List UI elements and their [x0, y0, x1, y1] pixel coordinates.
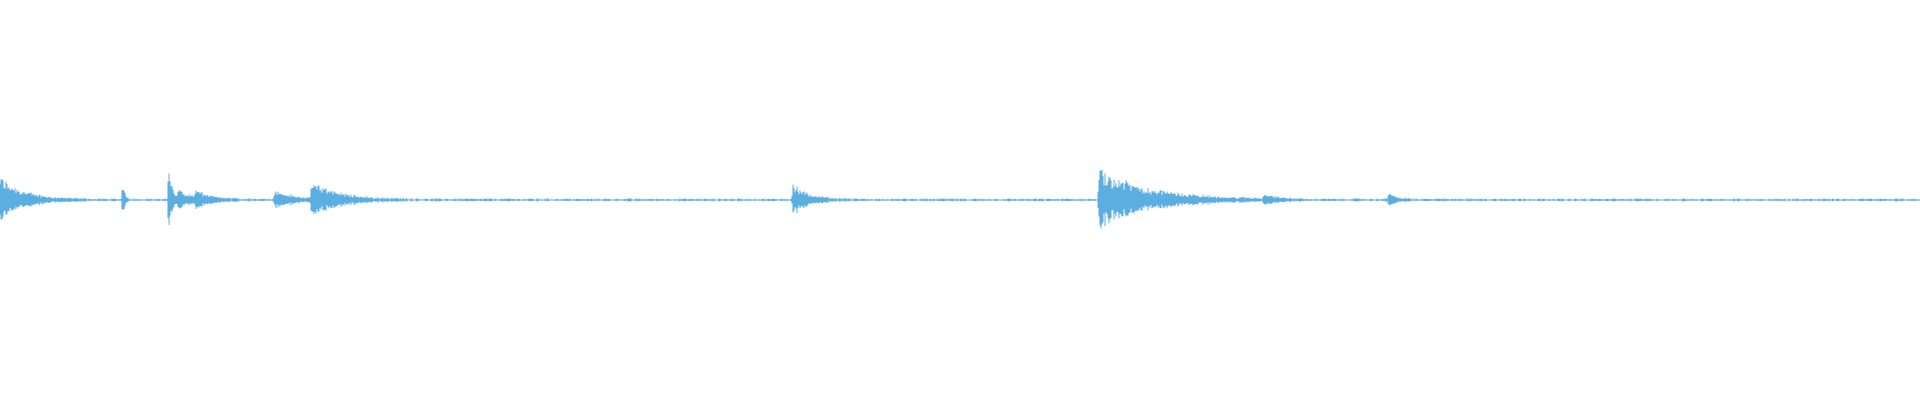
waveform-signal — [0, 169, 1920, 229]
